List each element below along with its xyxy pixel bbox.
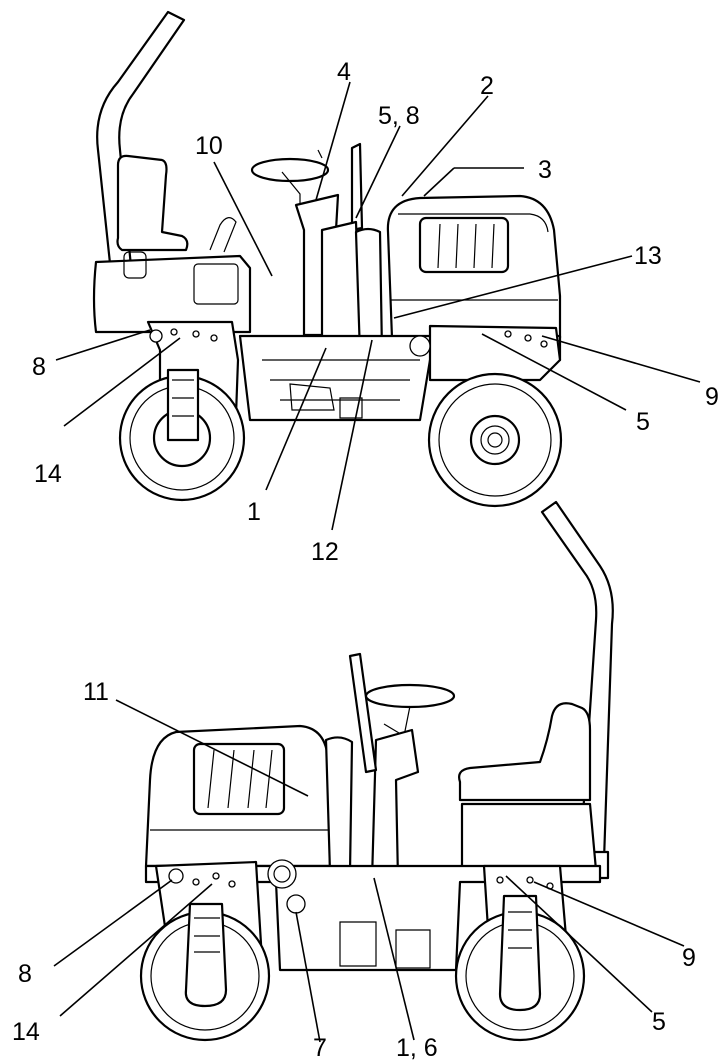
hood-trim [398, 213, 549, 233]
rear-tank-bottom [460, 802, 598, 872]
top-leader-lines [55, 81, 701, 531]
steering-wheel [250, 157, 330, 183]
callout-5-8: 5, 8 [378, 102, 420, 130]
callout-5-bottom: 5 [652, 1008, 666, 1036]
rear-motor-bottom [498, 894, 542, 1012]
rear-motor [166, 368, 200, 442]
callout-9: 9 [705, 383, 719, 411]
radiator-pad-bottom [324, 736, 354, 874]
front-drum-hub [469, 414, 521, 466]
radiator-pad [354, 227, 384, 356]
frame-parts-bottom [339, 921, 431, 969]
drive-lever [350, 142, 364, 232]
rear-tank [92, 254, 252, 334]
callout-7: 7 [313, 1034, 327, 1061]
bottom-machine-view [53, 500, 685, 1043]
yoke-bolt [149, 329, 163, 343]
hydraulic-tank [193, 263, 239, 305]
fuel-cap [123, 251, 147, 279]
front-yoke-bolt [409, 335, 431, 357]
callout-13: 13 [634, 242, 662, 270]
callout-8-bottom: 8 [18, 960, 32, 988]
front-motor-bottom [184, 902, 228, 1008]
bottom-leader-lines [53, 699, 685, 1043]
top-callouts: 4 2 5, 8 3 10 13 8 14 1 12 5 9 [32, 58, 719, 566]
callout-8: 8 [32, 353, 46, 381]
callout-1: 1 [247, 498, 261, 526]
callout-10: 10 [195, 132, 223, 160]
operator-seat [116, 154, 189, 252]
console-plate [320, 220, 362, 340]
callout-1-6: 1, 6 [396, 1034, 438, 1061]
callout-3: 3 [538, 156, 552, 184]
callout-2: 2 [480, 72, 494, 100]
bottom-callouts: 11 8 14 7 1, 6 9 5 [12, 678, 696, 1061]
steering-column-bottom [370, 728, 420, 882]
top-machine-view [55, 10, 701, 531]
callout-5: 5 [636, 408, 650, 436]
steering-wheel-bottom [364, 683, 456, 709]
plug-7 [286, 894, 306, 914]
operator-seat-bottom [458, 702, 592, 802]
callout-4: 4 [337, 58, 351, 86]
front-pivot [267, 859, 297, 889]
front-yoke [428, 324, 562, 382]
engine-parts [289, 383, 363, 419]
callout-12: 12 [311, 538, 339, 566]
callout-11: 11 [83, 678, 109, 706]
hood-grille-bottom [192, 742, 286, 816]
drive-lever-bottom [348, 652, 378, 774]
rops-bar-bottom [540, 500, 614, 862]
callout-9-bottom: 9 [682, 944, 696, 972]
grille-slats [437, 223, 495, 269]
control-lever [209, 217, 237, 253]
hood-grille [418, 216, 510, 274]
callout-14-bottom: 14 [12, 1018, 40, 1046]
callout-14: 14 [34, 460, 62, 488]
